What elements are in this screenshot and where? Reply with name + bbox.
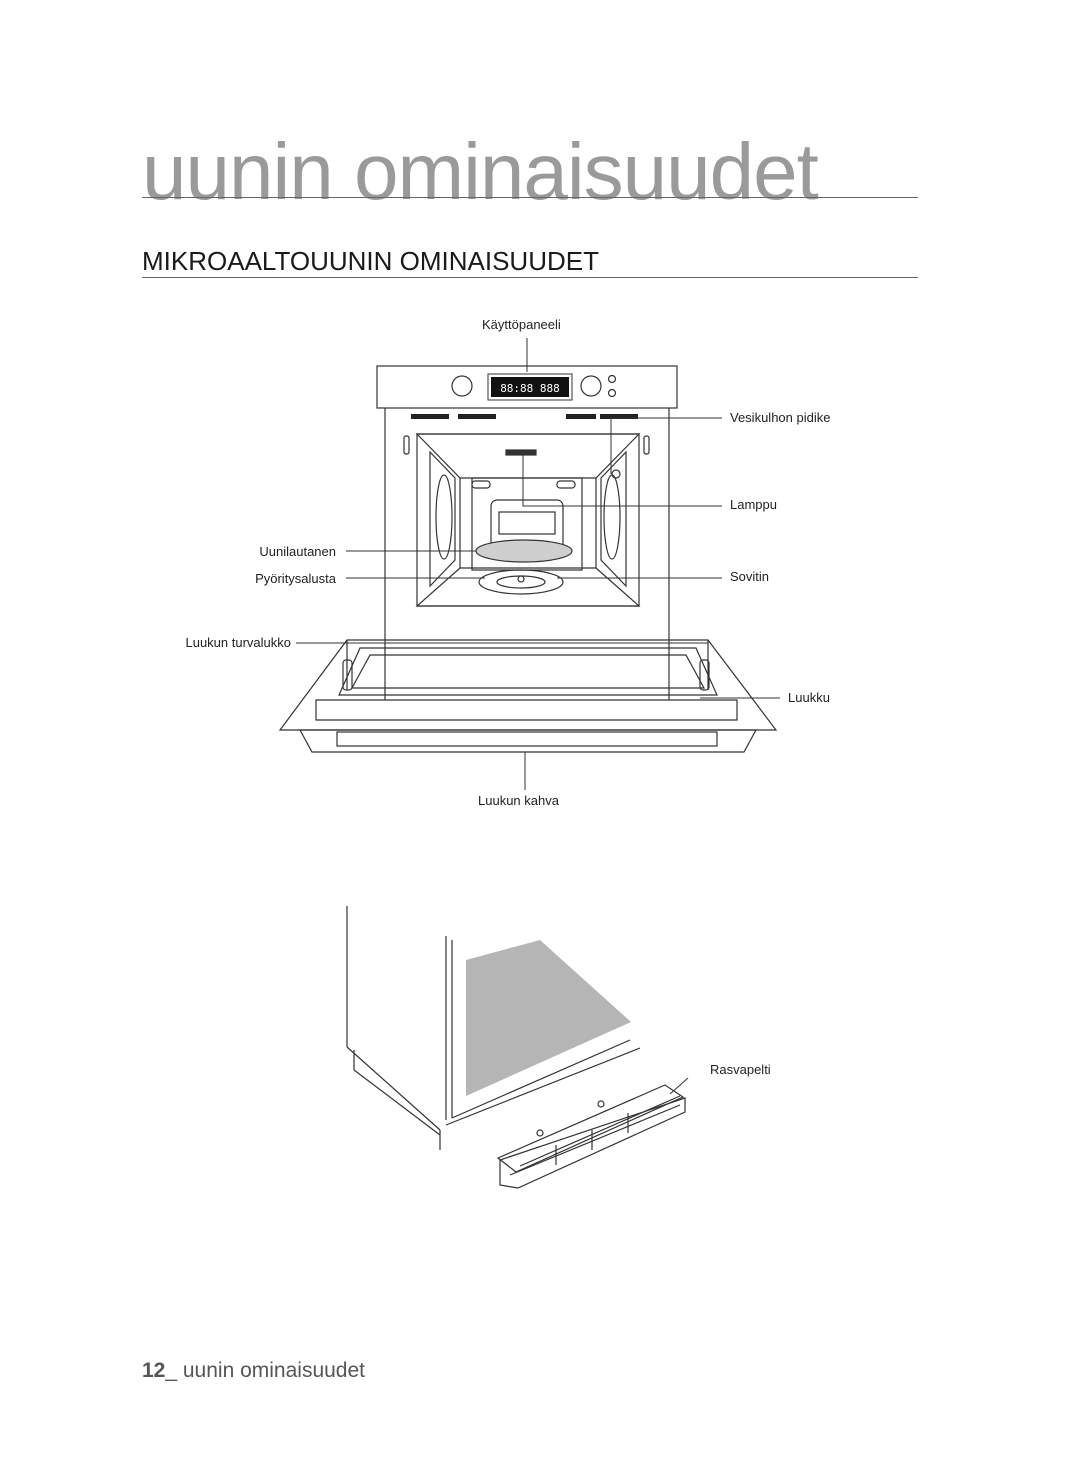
label-door-handle: Luukun kahva [478,793,559,808]
page-footer: 12_ uunin ominaisuudet [142,1360,365,1381]
label-water-bowl-holder: Vesikulhon pidike [730,410,831,425]
drip-tray [496,1084,685,1173]
panel-display: 88:88 888 [500,382,560,395]
label-drip-tray: Rasvapelti [710,1062,771,1077]
label-control-panel: Käyttöpaneeli [482,317,561,332]
chapter-title: uunin ominaisuudet [142,127,819,216]
oven-cavity-floor [466,940,631,1096]
label-door: Luukku [788,690,830,705]
section-divider [142,277,918,278]
section-title: MIKROAALTOUUNIN OMINAISUUDET [142,246,599,276]
label-lamp: Lamppu [730,497,777,512]
footer-separator: _ [165,1359,183,1382]
page-number: 12 [142,1359,166,1382]
roller-ring [478,569,564,595]
label-roller-ring: Pyöritysalusta [255,571,336,586]
oven-diagram: 88:88 888 [278,338,780,790]
label-turntable-plate: Uunilautanen [259,544,336,559]
oven-door [278,639,778,731]
label-door-lock: Luukun turvalukko [185,635,291,650]
footer-text: uunin ominaisuudet [182,1359,366,1382]
chapter-divider [142,197,918,198]
label-coupler: Sovitin [730,569,770,584]
door-handle [298,729,758,753]
